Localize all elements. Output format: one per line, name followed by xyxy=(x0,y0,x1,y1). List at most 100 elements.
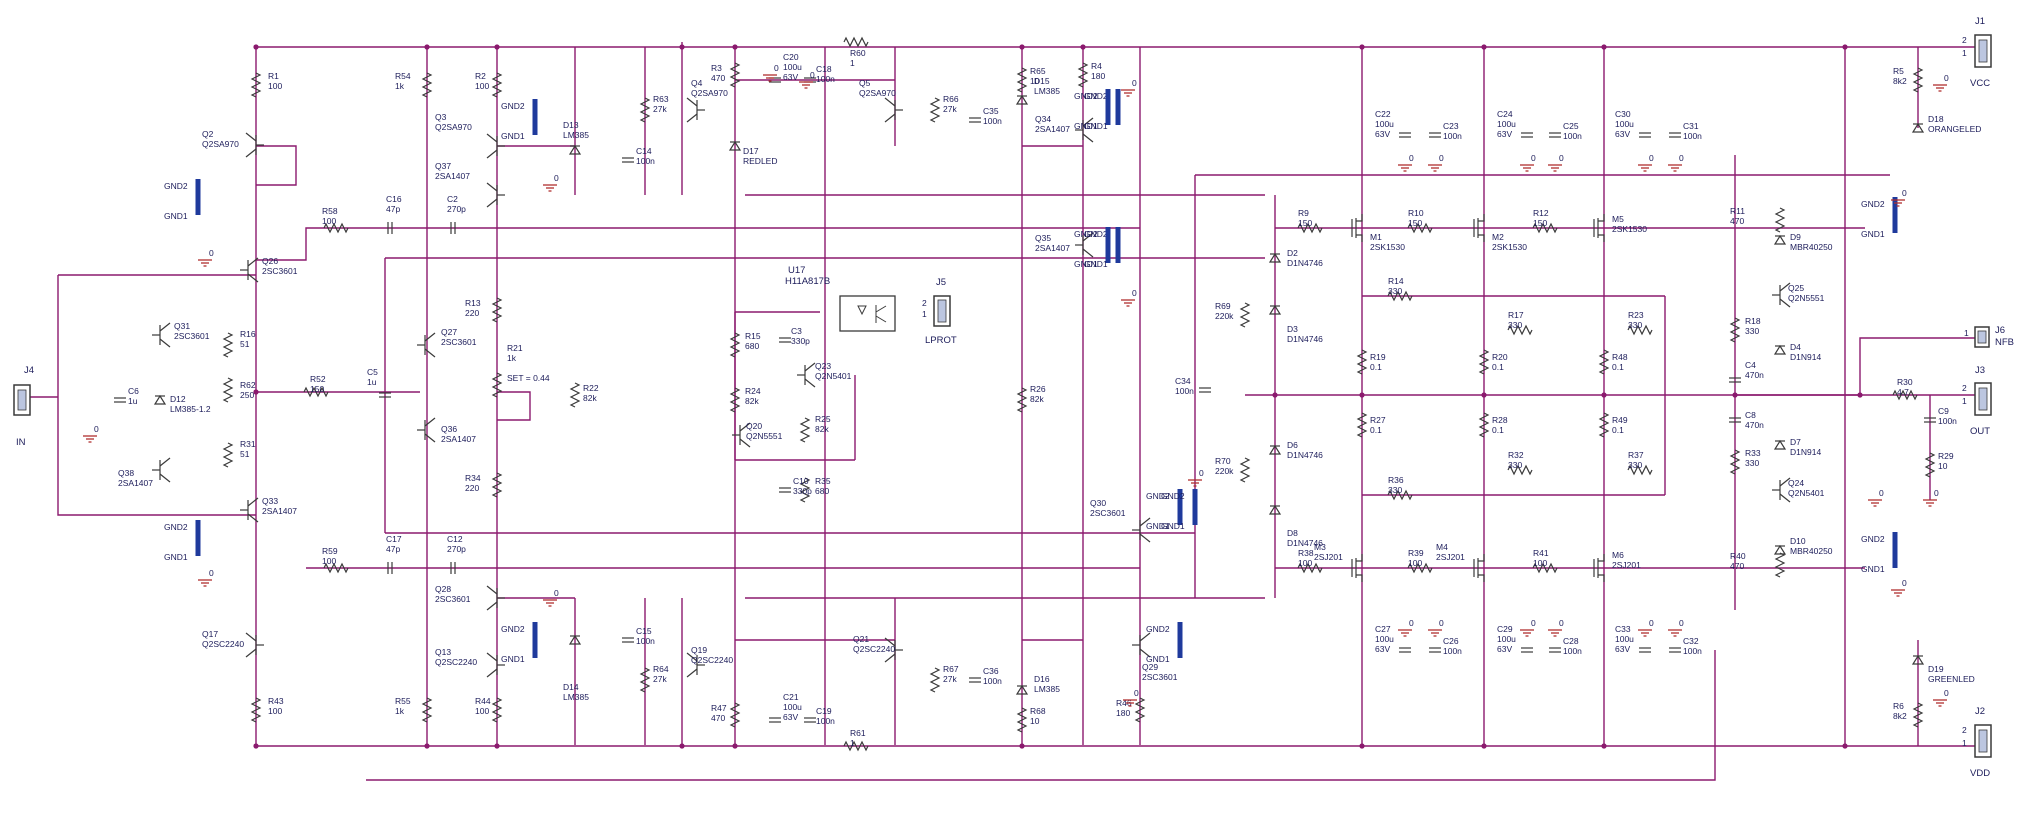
optocoupler-u17[interactable]: U17 H11A817B xyxy=(785,265,896,332)
connector-j6-nfb[interactable]: J6 NFB 1 xyxy=(1964,325,2014,348)
connector-j3-out[interactable]: J3 OUT 2 1 xyxy=(1962,365,1992,437)
resistor-r21_set[interactable]: SET = 0.44 xyxy=(507,373,550,383)
connector-j1-vcc[interactable]: J1 VCC 2 1 xyxy=(1962,16,1992,89)
